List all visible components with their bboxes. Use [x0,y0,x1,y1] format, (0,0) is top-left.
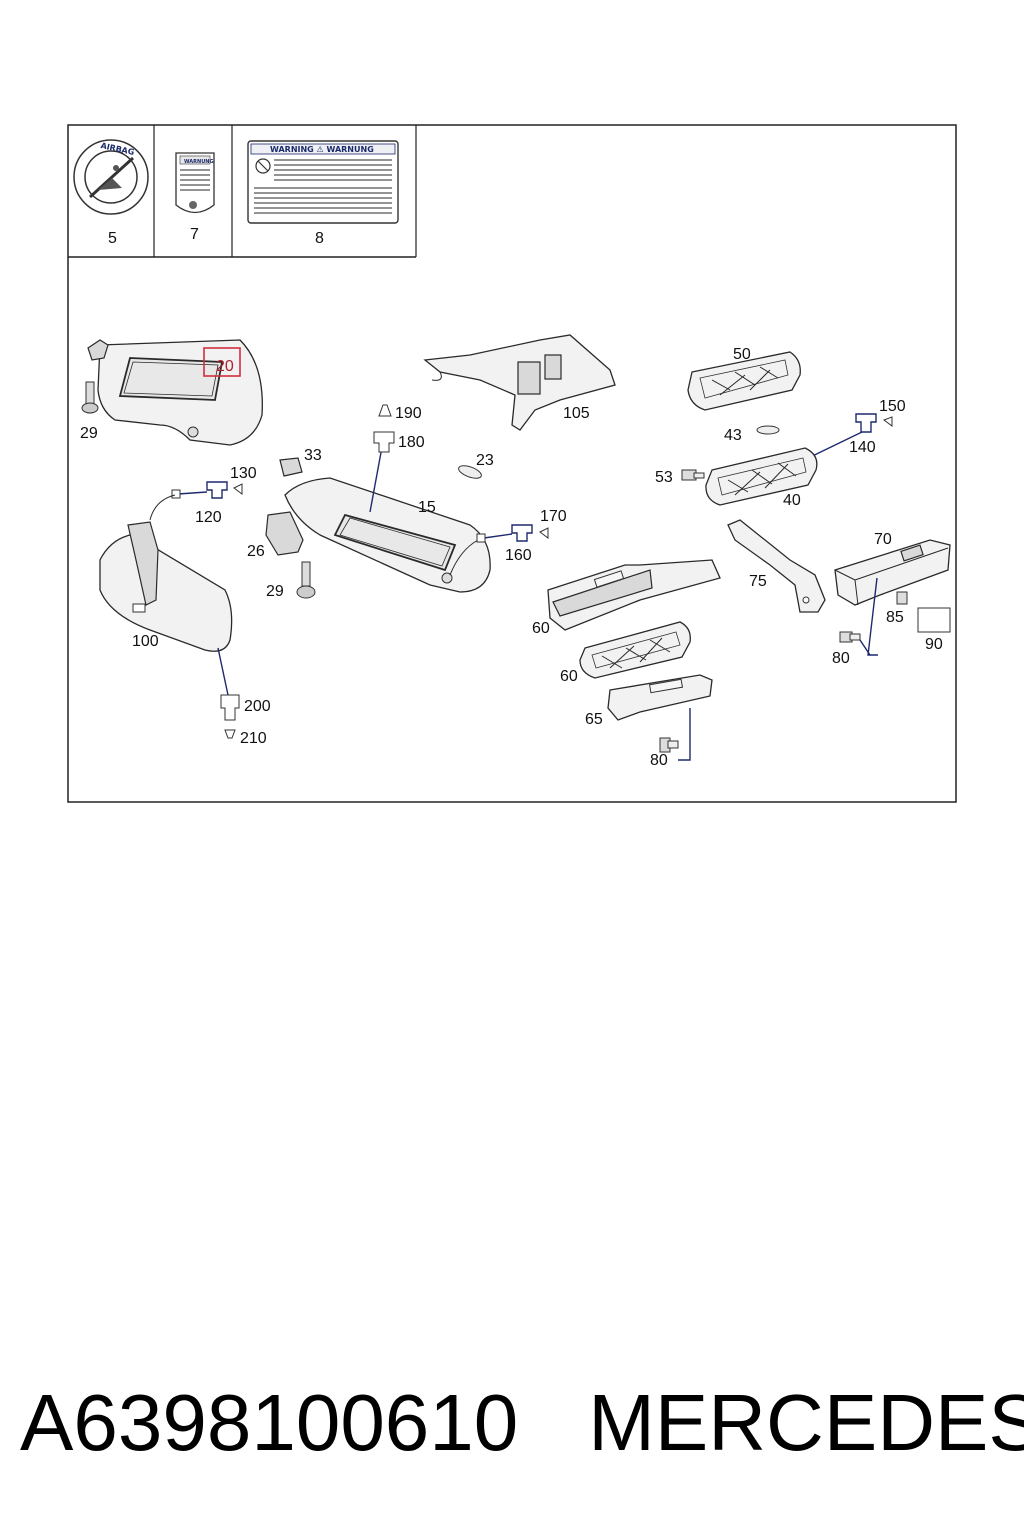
callout-23: 23 [476,452,494,469]
warning-shield-sticker: WARNUNG [175,152,215,214]
callout-210: 210 [240,730,267,747]
screw-53-icon [681,469,705,481]
callout-75: 75 [749,573,767,590]
callout-60a: 60 [532,620,550,637]
module-70 [834,539,951,656]
mirror-100 [99,494,233,696]
callout-26: 26 [247,543,265,560]
bulb-23-icon [458,465,482,479]
connector-120-icon [206,481,243,499]
sun-visor-left [87,339,263,446]
clip-33-icon [279,457,303,477]
rail-60a [547,559,721,631]
callout-160: 160 [505,547,532,564]
callout-70: 70 [874,531,892,548]
callout-190: 190 [395,405,422,422]
warning-label-sticker: WARNING ⚠ WARNUNG [247,140,399,224]
callout-53: 53 [655,469,673,486]
bracket-75 [727,519,826,613]
handle-60b [579,621,691,679]
bracket-65 [607,674,713,761]
sun-visor-center-15 [284,446,491,593]
bulb-43-icon [756,425,780,435]
callout-85: 85 [886,609,904,626]
callout-105: 105 [563,405,590,422]
callout-40: 40 [783,492,801,509]
callout-170: 170 [540,508,567,525]
socket-180-icon [373,431,395,453]
screw-29b-icon [296,561,316,599]
callout-33: 33 [304,447,322,464]
callout-20: 20 [216,358,234,375]
bracket-105 [423,334,616,431]
callout-5: 5 [108,230,117,247]
connector-160-icon [511,524,549,542]
connector-140-icon [855,413,893,433]
callout-50: 50 [733,346,751,363]
callout-29a: 29 [80,425,98,442]
handle-50 [687,351,801,411]
part-number: A6398100610 [20,1378,519,1467]
screw-85-icon [896,591,908,605]
bulb-190-icon [378,404,392,417]
airbag-sticker: AIRBAG [73,139,149,215]
diagram-frame [67,124,957,803]
holder-26-icon [265,511,304,556]
callout-200: 200 [244,698,271,715]
callout-60b: 60 [560,668,578,685]
callout-15: 15 [418,499,436,516]
footer: A6398100610 MERCEDES [20,1368,1024,1478]
screw-80a-icon [839,631,861,643]
callout-29b: 29 [266,583,284,600]
callout-80b: 80 [650,752,668,769]
callout-100: 100 [132,633,159,650]
warning-large-text: WARNING ⚠ WARNUNG [270,145,374,154]
handle-40 [705,447,818,506]
callout-140: 140 [849,439,876,456]
callout-130: 130 [230,465,257,482]
screw-80b-icon [659,737,679,753]
brand-name: MERCEDES [588,1378,1024,1467]
callout-80a: 80 [832,650,850,667]
callout-8: 8 [315,230,324,247]
callout-7: 7 [190,226,199,243]
callout-180: 180 [398,434,425,451]
highlight-box-20 [203,347,241,377]
callout-90: 90 [925,636,943,653]
callout-65: 65 [585,711,603,728]
callout-150: 150 [879,398,906,415]
callout-43: 43 [724,427,742,444]
callout-120: 120 [195,509,222,526]
pad-90-icon [917,607,951,633]
screw-29a-icon [81,381,99,414]
warning-small-text: WARNUNG [184,159,214,165]
connector-200-icon [220,694,240,739]
